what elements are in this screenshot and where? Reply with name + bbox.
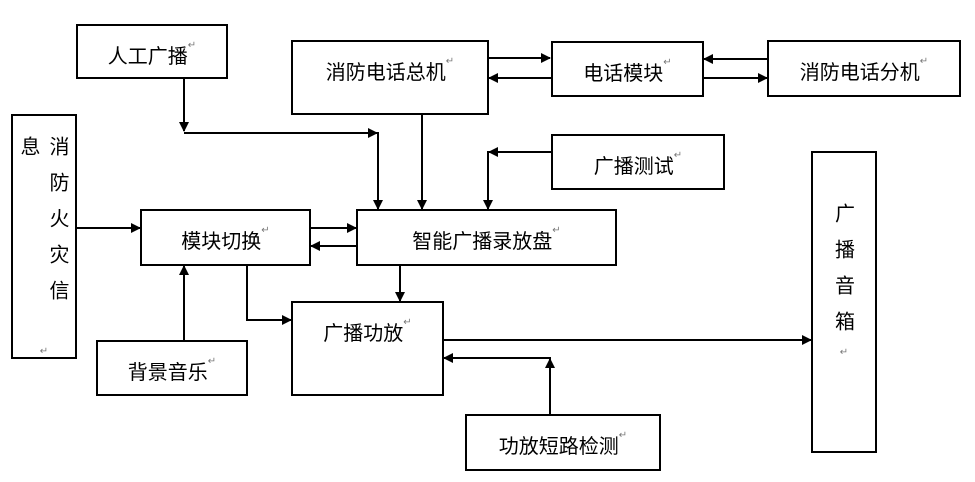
paragraph-mark-icon: ↵ [663,57,672,68]
box-smart-broadcast-recorder: 智能广播录放盘↵ [356,209,617,266]
label: 广播功放 [323,321,404,345]
box-broadcast-speaker: 广播音箱↵ [811,151,877,453]
label: 模块切换 [181,229,262,253]
box-broadcast-test: 广播测试↵ [551,134,725,190]
paragraph-mark-icon: ↵ [207,356,217,367]
label: 消防电话总机 [325,60,446,84]
paragraph-mark-icon: ↵ [187,40,197,51]
paragraph-mark-icon: ↵ [552,225,561,236]
paragraph-mark-icon: ↵ [673,150,683,161]
box-manual-broadcast: 人工广播↵ [76,24,228,79]
box-background-music: 背景音乐↵ [96,340,248,396]
box-amp-short-circuit-detection: 功放短路检测↵ [465,414,661,471]
arrow-manual-to-recorder [184,132,383,210]
label: 电话模块 [583,61,664,85]
box-broadcast-amplifier: 广播功放↵ [291,301,444,396]
box-fire-phone-extension: 消防电话分机↵ [767,40,961,97]
box-fire-phone-host: 消防电话总机↵ [291,40,489,115]
label: 智能广播录放盘 [412,229,553,253]
box-phone-module: 电话模块↵ [551,41,704,97]
label: 功放短路检测 [498,434,619,458]
label: 消防电话分机 [799,60,920,84]
arrow-test-to-recorder [483,151,551,210]
box-fire-alarm-info: 消防火灾信息 ↵ [11,114,77,359]
paragraph-mark-icon: ↵ [38,346,50,357]
arrow-switch-to-amplifier [246,265,292,325]
paragraph-mark-icon: ↵ [445,56,455,67]
label: 背景音乐 [127,360,208,384]
paragraph-mark-icon: ↵ [919,56,929,67]
label: 消防火灾信息 [17,136,70,316]
arrow-detection-to-amplifier [443,353,551,415]
paragraph-mark-icon: ↵ [618,430,628,441]
paragraph-mark-icon: ↵ [838,347,850,358]
label: 广播测试 [593,154,674,178]
box-module-switch: 模块切换↵ [140,209,311,266]
paragraph-mark-icon: ↵ [261,225,270,236]
label: 广播音箱 [831,203,856,347]
paragraph-mark-icon: ↵ [403,317,412,328]
label: 人工广播 [107,44,188,68]
